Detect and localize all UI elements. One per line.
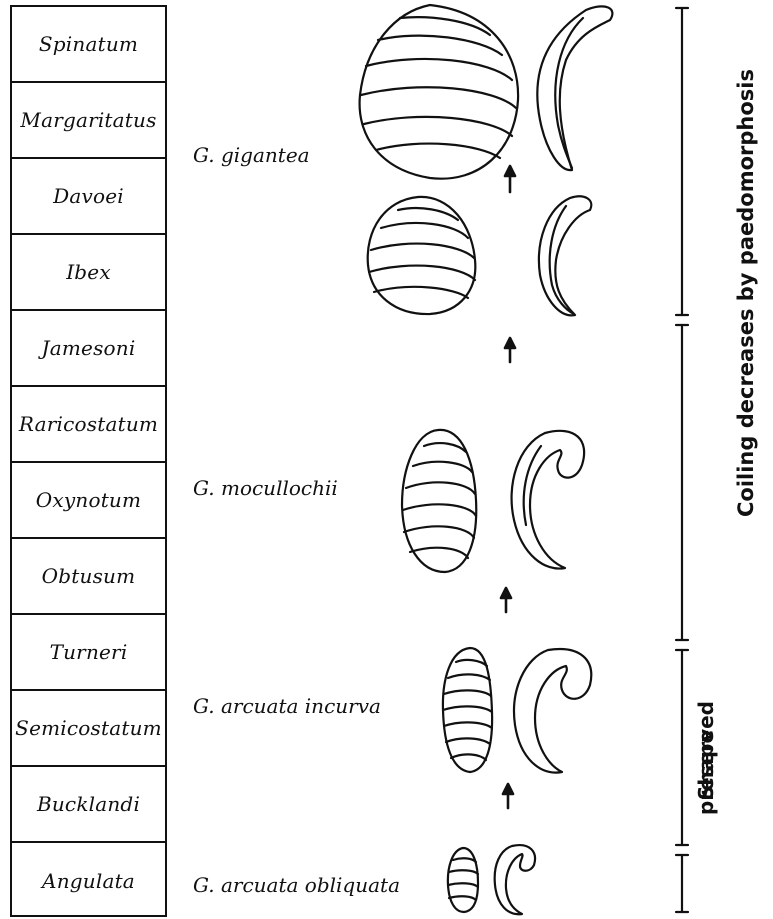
mccullochii-valve <box>402 430 476 572</box>
coiling-label: Coiling decreases by paedomorphosis <box>734 137 758 517</box>
bracket-shape-upper <box>676 650 688 845</box>
arrow-up <box>503 784 513 808</box>
gigantea-small-valve <box>368 197 476 314</box>
obliquata-profile <box>495 845 535 914</box>
arrow-up <box>505 338 515 362</box>
incurva-valve <box>443 648 492 772</box>
bracket-coiling-upper <box>676 8 688 315</box>
gigantea-large-profile <box>537 6 612 170</box>
bracket-shape-lower <box>676 855 688 912</box>
gigantea-large-valve <box>360 5 519 179</box>
bracket-coiling-lower <box>676 325 688 640</box>
gigantea-small-profile <box>539 196 591 315</box>
shape-label-line2: preserved <box>695 715 717 815</box>
incurva-profile <box>514 649 591 773</box>
obliquata-valve <box>448 848 478 912</box>
arrow-up <box>505 166 515 192</box>
mccullochii-profile <box>512 431 585 569</box>
arrow-up <box>501 588 511 612</box>
shape-preserved-label: Shape preserved <box>695 715 745 815</box>
